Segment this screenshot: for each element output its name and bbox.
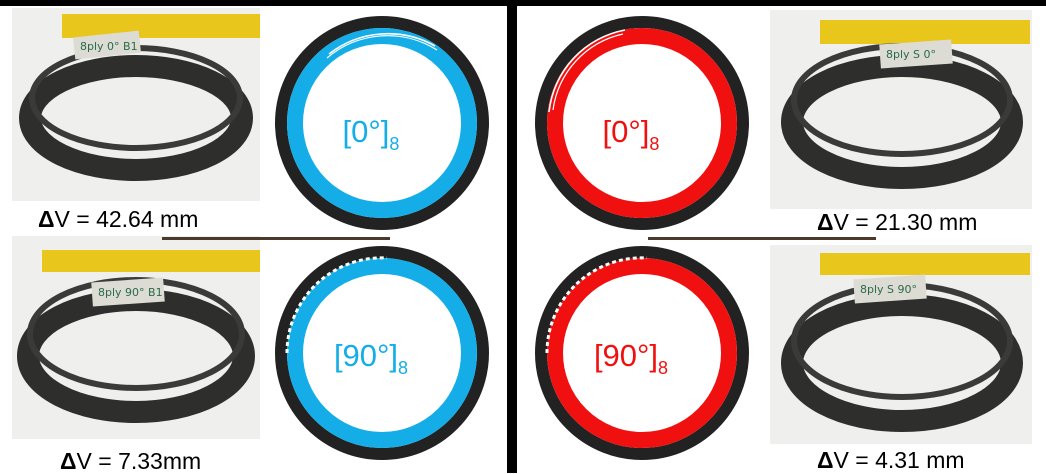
photo-8ply-90-b1: 8ply 90° B1 bbox=[12, 236, 260, 439]
ring-outer bbox=[535, 16, 749, 230]
ring-label-angle: [90°] bbox=[594, 338, 658, 373]
ring-label-subscript: 8 bbox=[389, 134, 399, 154]
ring-label-angle: [0°] bbox=[343, 114, 390, 149]
ring-label-subscript: 8 bbox=[398, 358, 408, 378]
tape-measure bbox=[62, 14, 260, 38]
ring-gap-mark bbox=[326, 35, 438, 59]
ring-label: [0°]8 bbox=[603, 114, 660, 154]
ring-outer bbox=[275, 16, 489, 230]
connector-line-left bbox=[162, 237, 390, 240]
ring-label-subscript: 8 bbox=[649, 134, 659, 154]
ring-photo-graphic: 8ply 90° B1 bbox=[12, 236, 260, 439]
ring-gap-mark bbox=[552, 33, 624, 111]
ring-photo-graphic: 8ply S 90° bbox=[770, 245, 1032, 444]
ring-label: [90°]8 bbox=[334, 338, 408, 378]
ring-outer bbox=[275, 246, 489, 460]
delta-v-label-bottom-left: ΔV = 7.33mm bbox=[60, 448, 202, 474]
tape-measure bbox=[42, 250, 260, 272]
photo-tag: 8ply S 0° bbox=[886, 48, 936, 61]
center-divider bbox=[507, 0, 517, 473]
ring-gap-mark bbox=[548, 29, 626, 113]
ring-label: [90°]8 bbox=[594, 338, 668, 378]
photo-8ply-0-b1: 8ply 0° B1 bbox=[12, 8, 260, 201]
tape-measure bbox=[820, 20, 1030, 44]
ring-inner bbox=[547, 258, 737, 448]
photo-8ply-s-0: 8ply S 0° bbox=[770, 10, 1032, 209]
connector-line-right bbox=[648, 237, 876, 240]
ring-crack-dashes bbox=[545, 256, 648, 354]
ring-diagram-red-90: [90°]8 bbox=[535, 246, 749, 460]
ring-label-subscript: 8 bbox=[658, 358, 668, 378]
photo-tag: 8ply S 90° bbox=[860, 283, 917, 296]
photo-tag: 8ply 90° B1 bbox=[98, 286, 163, 299]
ring-inner bbox=[287, 258, 477, 448]
delta-v-label-top-right: ΔV = 21.30 mm bbox=[817, 209, 978, 235]
delta-v-label-top-left: ΔV = 42.64 mm bbox=[38, 206, 199, 232]
ring-label-angle: [0°] bbox=[603, 114, 650, 149]
ring-photo-graphic: 8ply 0° B1 bbox=[12, 8, 260, 201]
ring-label-angle: [90°] bbox=[334, 338, 398, 373]
photo-tag: 8ply 0° B1 bbox=[80, 40, 138, 53]
ring-photo-graphic: 8ply S 0° bbox=[770, 10, 1032, 209]
ring-label: [0°]8 bbox=[343, 114, 400, 154]
tape-measure bbox=[820, 253, 1030, 275]
ring-outer bbox=[535, 246, 749, 460]
ring-gap-mark bbox=[328, 32, 436, 55]
ring-diagram-red-0: [0°]8 bbox=[535, 16, 749, 230]
ring-diagram-blue-0: [0°]8 bbox=[275, 16, 489, 230]
top-border bbox=[0, 0, 1046, 6]
delta-v-label-bottom-right: ΔV = 4.31 mm bbox=[817, 447, 965, 473]
ring-inner bbox=[547, 28, 737, 218]
ring-crack-dashes bbox=[285, 256, 388, 354]
ring-diagram-blue-90: [90°]8 bbox=[275, 246, 489, 460]
photo-8ply-s-90: 8ply S 90° bbox=[770, 245, 1032, 444]
